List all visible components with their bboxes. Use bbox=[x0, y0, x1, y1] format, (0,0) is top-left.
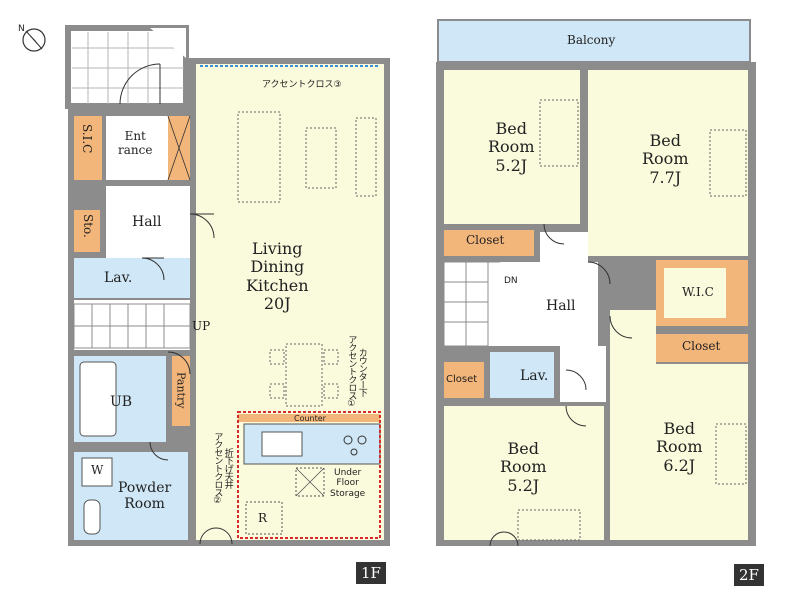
sic-label: S.I.C bbox=[79, 124, 94, 154]
ub-label: UB bbox=[110, 394, 133, 410]
porch-tile-grid bbox=[72, 32, 184, 104]
closet3-box bbox=[444, 362, 484, 398]
hall-2f-label: Hall bbox=[546, 298, 576, 314]
ceiling-accent-note: 折下げ天井 アクセントクロス② bbox=[212, 431, 233, 505]
fridge-label: R bbox=[258, 511, 268, 525]
floor1-badge: 1F bbox=[356, 562, 386, 584]
floor2-badge: 2F bbox=[734, 564, 764, 586]
bed4-floor bbox=[610, 364, 748, 540]
powder-room-label: Powder Room bbox=[118, 480, 172, 513]
under-floor-label: Under Floor Storage bbox=[330, 468, 366, 499]
under-floor-box bbox=[295, 467, 325, 497]
counter-accent-note: カウンター下 アクセントクロス① bbox=[346, 335, 367, 408]
entrance-floor bbox=[106, 116, 168, 180]
stove-icon bbox=[343, 435, 367, 456]
accent3-label: アクセントクロス③ bbox=[262, 80, 342, 90]
toilet-shape bbox=[83, 499, 101, 535]
closet2-box bbox=[656, 334, 748, 362]
wic-inner bbox=[664, 268, 726, 318]
counter-label: Counter bbox=[294, 414, 326, 423]
entrance-label: Ent rance bbox=[118, 129, 153, 157]
closet3-label: Closet bbox=[446, 374, 478, 385]
doors-2f bbox=[489, 223, 633, 547]
washer-box bbox=[81, 457, 113, 487]
floor2-plan bbox=[436, 19, 756, 547]
hall-1f-label: Hall bbox=[132, 214, 162, 230]
ldk-label: Living Dining Kitchen 20J bbox=[246, 239, 309, 314]
up-label: UP bbox=[192, 319, 211, 333]
counter-strip bbox=[238, 414, 380, 422]
bed-furniture bbox=[517, 99, 747, 541]
pantry-box bbox=[172, 356, 190, 426]
sto-box bbox=[74, 210, 100, 252]
hall-2f-mid bbox=[560, 346, 606, 402]
ldk-furniture bbox=[237, 111, 377, 407]
hall-2f-floor bbox=[488, 262, 598, 346]
balcony-area bbox=[437, 19, 751, 63]
bed3-floor bbox=[444, 406, 604, 540]
lav-1f bbox=[74, 258, 190, 298]
bed4-label: Bed Room 6.2J bbox=[656, 419, 703, 475]
sto-label: Sto. bbox=[80, 214, 95, 238]
stairs-1f bbox=[73, 303, 191, 349]
bed2-label: Bed Room 7.7J bbox=[642, 131, 689, 187]
wic-label: W.I.C bbox=[682, 285, 714, 299]
closet2-label: Closet bbox=[682, 339, 721, 353]
fridge-box bbox=[245, 501, 283, 535]
doors-1f bbox=[119, 63, 233, 545]
sic-box bbox=[74, 116, 102, 180]
bed4-top bbox=[610, 310, 656, 370]
dn-label: DN bbox=[504, 276, 518, 286]
compass-label: N bbox=[18, 24, 25, 34]
balcony-label: Balcony bbox=[567, 33, 616, 47]
hall-floor bbox=[106, 186, 190, 258]
sink bbox=[261, 431, 303, 457]
bed1-floor bbox=[444, 70, 580, 224]
stairs-2f bbox=[443, 261, 500, 347]
bed3-label: Bed Room 5.2J bbox=[500, 439, 547, 495]
lav-1f-label: Lav. bbox=[104, 270, 133, 286]
closet1-box bbox=[444, 230, 534, 256]
hall-2f-left bbox=[540, 232, 588, 266]
ldk-floor bbox=[196, 64, 384, 414]
bathtub bbox=[79, 361, 117, 437]
lav-2f-label: Lav. bbox=[520, 368, 549, 384]
bed2-floor bbox=[588, 70, 748, 256]
closet1-label: Closet bbox=[466, 233, 505, 247]
bed1-label: Bed Room 5.2J bbox=[488, 119, 535, 175]
floor1-plan bbox=[65, 25, 390, 546]
lav-2f bbox=[490, 352, 554, 398]
washer-label: W bbox=[91, 463, 104, 477]
pantry-label: Pantry bbox=[174, 372, 188, 409]
compass-icon bbox=[22, 28, 46, 52]
